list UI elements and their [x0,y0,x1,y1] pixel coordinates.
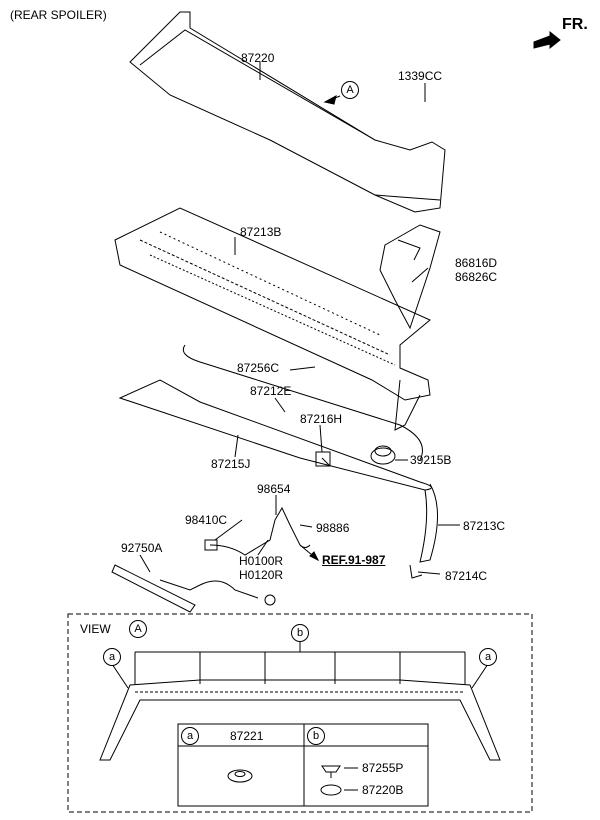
view-label: VIEW [80,622,111,636]
legend-part-87221: 87221 [230,729,264,743]
part-98410C: 98410C [185,513,228,527]
part-1339CC: 1339CC [398,69,443,83]
callout-b-top: b [291,624,309,642]
part-39215B: 39215B [410,453,452,467]
part-98654: 98654 [257,482,291,496]
bracket [379,224,441,330]
part-87220: 87220 [241,51,275,65]
part-87213B: 87213B [240,225,282,239]
legend-callout-b: b [307,727,325,745]
legend-part-87255P: 87255P [362,761,404,775]
part-H0100R: H0100R [239,554,284,568]
part-87256C: 87256C [237,361,280,375]
side-strip [419,483,438,563]
legend-callout-a: a [181,727,199,745]
part-H0120R: H0120R [239,568,284,582]
spoiler-shape [129,11,446,213]
reference-link[interactable]: REF.91-987 [322,553,386,567]
part-92750A: 92750A [121,541,163,555]
part-86816D: 86816D [455,256,498,270]
diagram-title: (REAR SPOILER) [10,8,107,22]
view-frame [67,613,533,813]
callout-a-right: a [479,648,497,666]
part-86826C: 86826C [455,270,498,284]
part-87213C: 87213C [463,519,506,533]
part-87212E: 87212E [250,384,292,398]
part-87214C: 87214C [445,569,488,583]
view-a-callout: A [129,620,147,638]
part-87215J: 87215J [211,457,251,471]
view-a-marker: A [341,81,359,99]
inner-panel [114,207,431,401]
part-87216H: 87216H [300,412,343,426]
seal-strip-upper [182,344,423,461]
front-direction-label: FR. [562,16,588,33]
callout-a-left: a [103,648,121,666]
legend-part-87220B: 87220B [362,783,404,797]
part-98886: 98886 [316,521,350,535]
fr-arrow [533,30,561,50]
